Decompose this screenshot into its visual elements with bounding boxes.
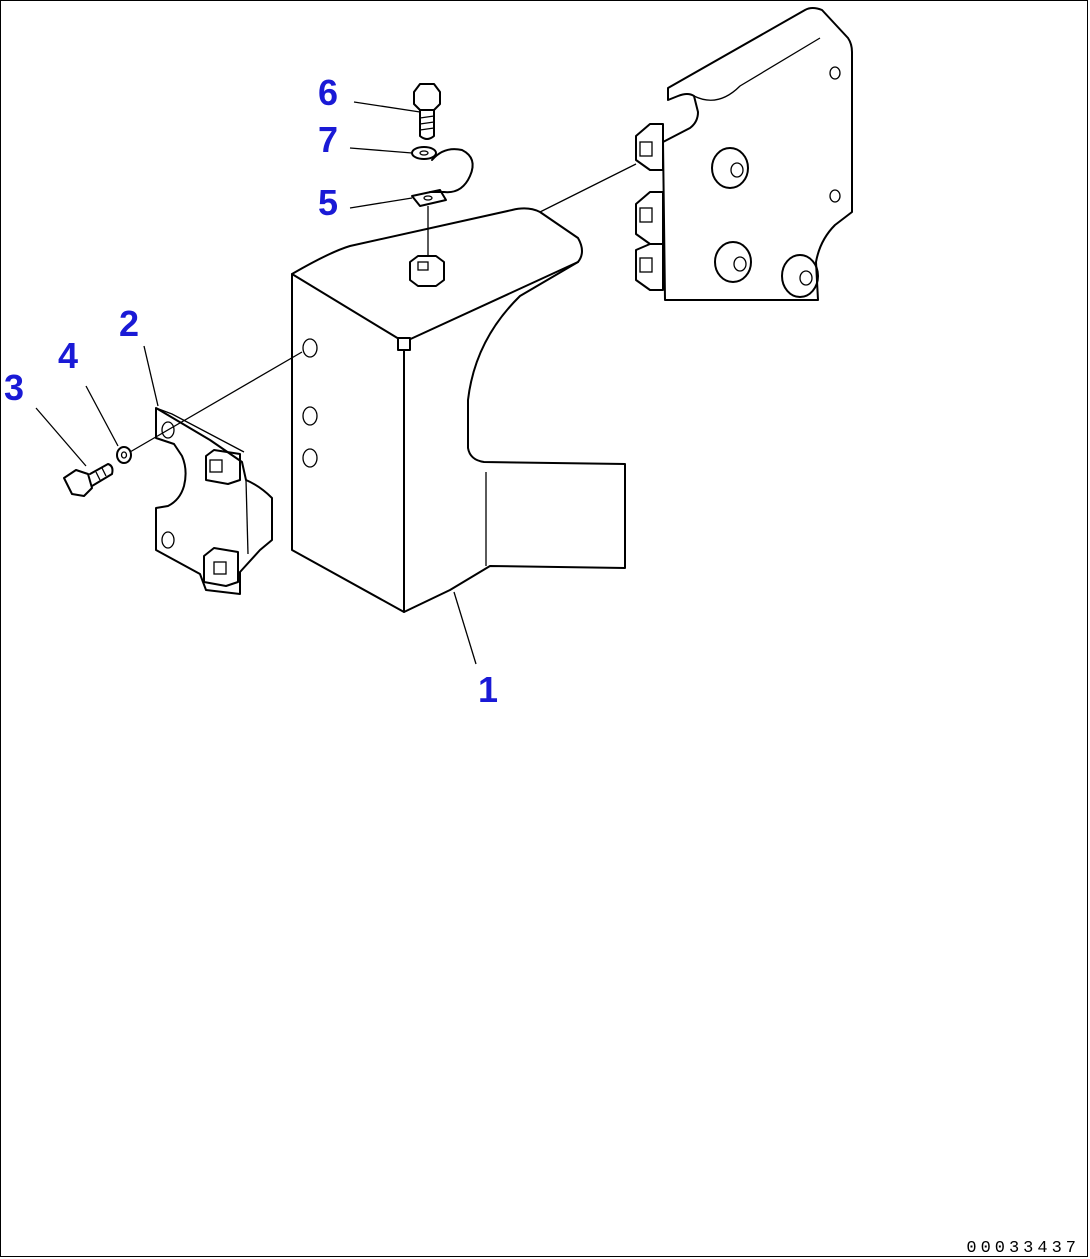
callout-3: 3 (4, 367, 24, 408)
assembly-leader-left (129, 351, 303, 453)
assembly-leader-right (539, 163, 637, 213)
callout-leaders (35, 101, 477, 665)
callout-7: 7 (318, 119, 338, 160)
callout-2: 2 (119, 303, 139, 344)
side-plate-bracket (155, 407, 273, 595)
callout-6: 6 (318, 72, 338, 113)
drawing-code: 00033437 (966, 1239, 1080, 1258)
callout-5: 5 (318, 182, 338, 223)
frame-mount-bracket (635, 7, 853, 301)
callout-4: 4 (58, 335, 78, 376)
top-fastener-stack (409, 83, 474, 287)
side-bolt-and-washer (63, 446, 132, 497)
callout-1: 1 (478, 669, 498, 710)
main-box-bracket (291, 207, 626, 613)
